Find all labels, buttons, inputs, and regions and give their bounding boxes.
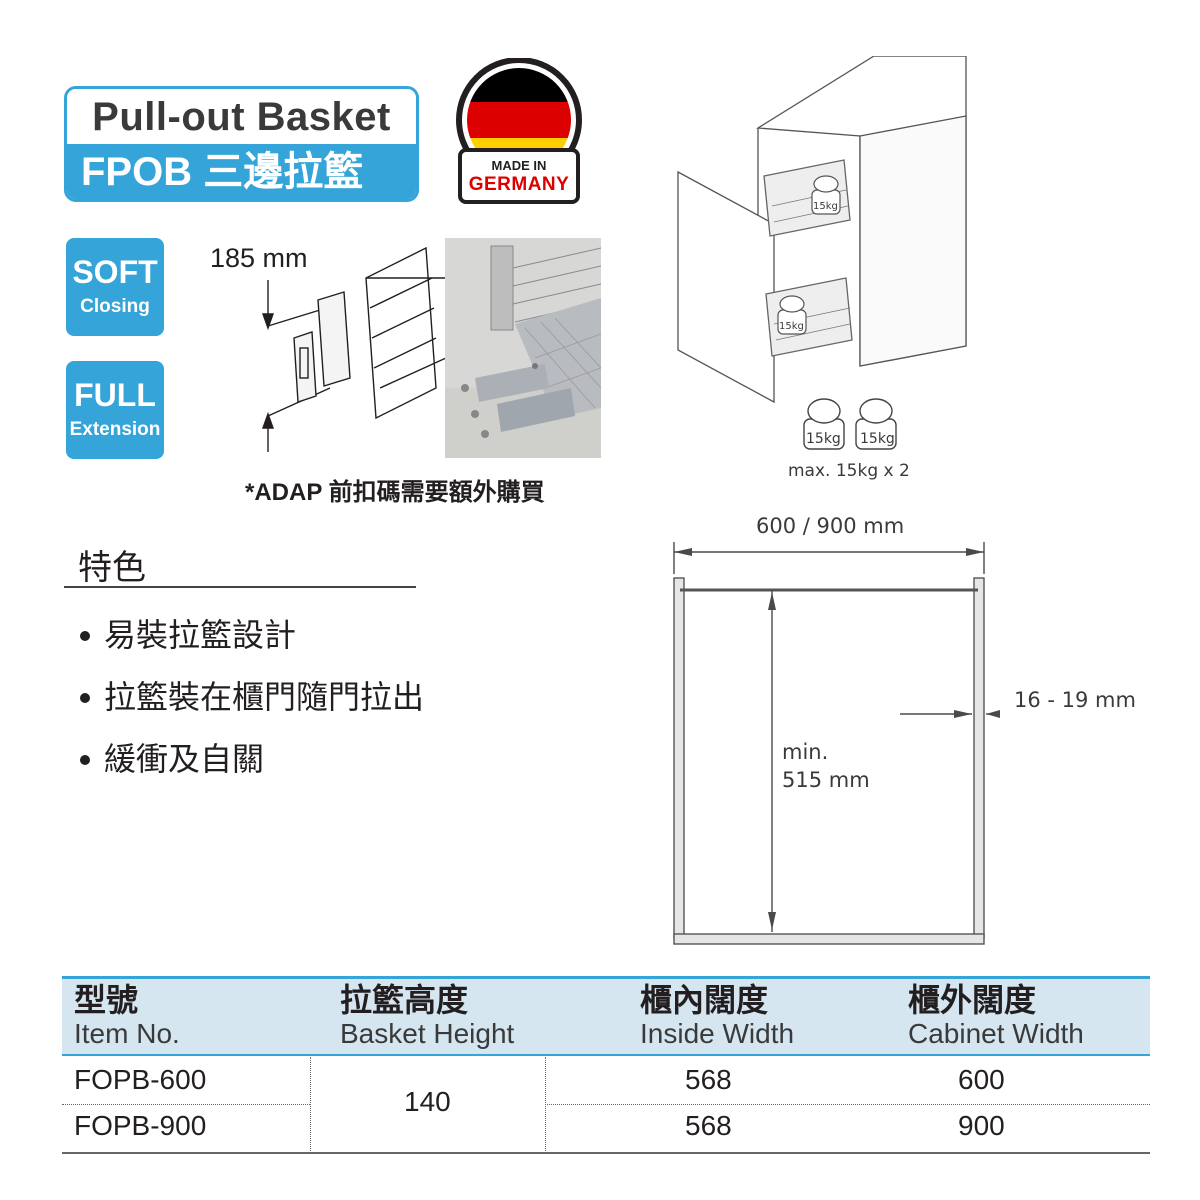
table-divider [62, 1104, 310, 1105]
header-zh: 型號 [74, 982, 139, 1018]
table-divider [545, 1104, 1150, 1105]
bullet-icon [80, 692, 90, 703]
made-in-label: MADE IN [491, 158, 547, 173]
full-extension-badge: FULL Extension [66, 361, 164, 459]
table-cell-cabinet: 900 [958, 1110, 1005, 1141]
header-cabinet-width: 櫃外闊度 Cabinet Width [908, 981, 1084, 1049]
header-inside-width: 櫃內闊度 Inside Width [640, 981, 794, 1049]
basket-weight-label-bottom: 15kg [779, 321, 804, 332]
weight-icons [803, 398, 897, 450]
badge-subtitle: Closing [80, 296, 150, 317]
table-cell-basket-height: 140 [404, 1086, 451, 1117]
min-height-label-1: min. [782, 740, 829, 764]
badge-title: SOFT [72, 254, 158, 290]
feature-item: 易裝拉籃設計 [80, 610, 296, 656]
table-divider [310, 1057, 311, 1153]
product-title-code: FPOB 三邊拉籃 [67, 144, 416, 199]
table-cell-inside: 568 [685, 1110, 732, 1141]
adap-note: *ADAP 前扣碼需要額外購買 [245, 479, 545, 506]
weight-icon-label-1: 15kg [806, 431, 841, 447]
feature-text: 易裝拉籃設計 [104, 617, 297, 653]
product-title-en: Pull-out Basket [67, 89, 416, 144]
badge-title: FULL [74, 377, 156, 413]
basket-weight-label-top: 15kg [813, 201, 838, 212]
table-cell-cabinet: 600 [958, 1064, 1005, 1095]
header-en: Basket Height [340, 1018, 515, 1049]
badge-subtitle: Extension [69, 419, 161, 440]
cabinet-dimension-diagram [673, 542, 1000, 945]
table-cell-item: FOPB-600 [74, 1064, 207, 1095]
feature-item: 拉籃裝在櫃門隨門拉出 [80, 672, 424, 718]
header-item-no: 型號 Item No. [74, 981, 180, 1049]
bracket-dimension-label: 185 mm [210, 243, 308, 273]
cabinet-illustration [677, 56, 967, 404]
side-thickness-label: 16 - 19 mm [1014, 688, 1136, 712]
hardware-photo [445, 238, 601, 458]
min-height-label-2: 515 mm [782, 768, 870, 792]
bracket-drawing [262, 246, 446, 452]
bullet-icon [80, 630, 90, 641]
soft-closing-badge: SOFT Closing [66, 238, 164, 336]
header-en: Cabinet Width [908, 1018, 1084, 1049]
spec-table-header: 型號 Item No. 拉籃高度 Basket Height 櫃內闊度 Insi… [62, 976, 1150, 1056]
header-en: Item No. [74, 1018, 180, 1049]
table-divider [545, 1057, 546, 1153]
feature-item: 緩衝及自關 [80, 734, 264, 780]
header-en: Inside Width [640, 1018, 795, 1049]
header-basket-height: 拉籃高度 Basket Height [340, 981, 514, 1049]
feature-text: 緩衝及自關 [104, 741, 265, 777]
header-zh: 拉籃高度 [340, 982, 469, 1018]
germany-label: GERMANY [468, 174, 570, 195]
table-bottom-border [62, 1152, 1150, 1154]
cabinet-width-label: 600 / 900 mm [756, 514, 905, 538]
features-title: 特色 [78, 549, 146, 587]
product-title-badge: Pull-out Basket FPOB 三邊拉籃 [64, 86, 419, 202]
table-cell-item: FOPB-900 [74, 1110, 207, 1141]
header-zh: 櫃外闊度 [908, 982, 1037, 1018]
weight-icon-label-2: 15kg [860, 431, 895, 447]
feature-text: 拉籃裝在櫃門隨門拉出 [104, 679, 425, 715]
max-load-label: max. 15kg x 2 [788, 461, 910, 481]
bullet-icon [80, 754, 90, 765]
header-zh: 櫃內闊度 [640, 982, 769, 1018]
features-divider [64, 586, 416, 588]
made-in-germany-seal [456, 58, 582, 204]
table-cell-inside: 568 [685, 1064, 732, 1095]
